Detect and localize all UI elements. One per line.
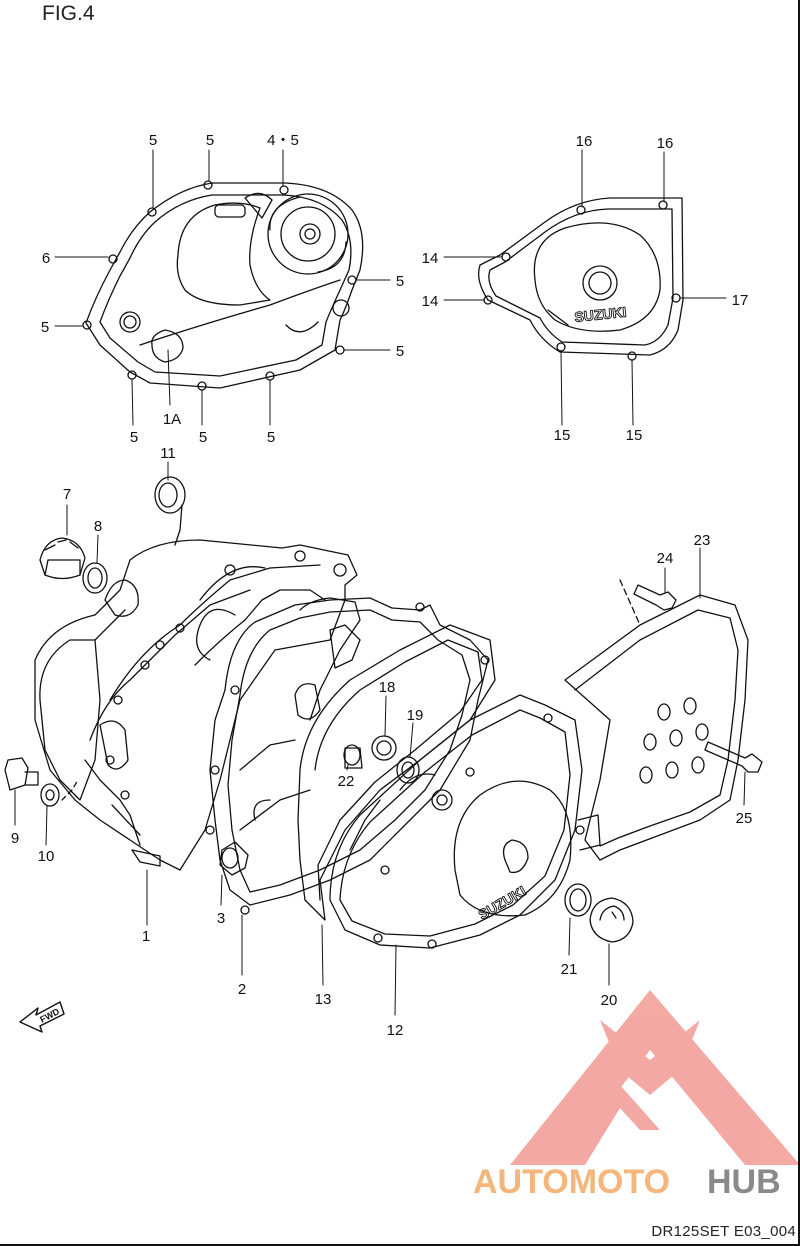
- drawing-reference-code: DR125SET E03_004: [651, 1223, 796, 1240]
- callout-label: 16: [657, 135, 674, 152]
- frame-border-right: [798, 0, 800, 1246]
- o-ring: [82, 562, 108, 594]
- dowel-pin: [219, 841, 249, 876]
- bolt-25: [704, 741, 763, 773]
- callout-label: 1A: [163, 411, 181, 428]
- callout-label: 1: [142, 928, 150, 945]
- callout-label: 2: [238, 981, 246, 998]
- callout-label: 19: [407, 707, 424, 724]
- callout-label: 8: [94, 518, 102, 535]
- leaders-clutch-cover: [54, 149, 391, 426]
- magneto-cover: [477, 197, 684, 361]
- callout-label: 5: [396, 343, 404, 360]
- callout-label: 16: [576, 133, 593, 150]
- oil-seal: [154, 476, 186, 546]
- callout-label: 5: [206, 132, 214, 149]
- callout-label: 3: [217, 910, 225, 927]
- callout-label: 5: [396, 273, 404, 290]
- callout-label: 15: [554, 427, 571, 444]
- sprocket-cover: [564, 579, 749, 861]
- callout-label: 7: [63, 486, 71, 503]
- clutch-cover-gasket: [239, 597, 496, 921]
- callout-label: 14: [422, 293, 439, 310]
- callout-label: 18: [379, 679, 396, 696]
- forward-direction-arrow: [19, 1001, 65, 1033]
- inspection-cap: [589, 897, 634, 943]
- callout-label: 22: [338, 773, 355, 790]
- suzuki-logo-magneto-cover: SUZUKI: [574, 304, 628, 325]
- callout-label: 17: [732, 292, 749, 309]
- callout-label: 20: [601, 992, 618, 1009]
- clutch-cover: [329, 694, 601, 949]
- callout-label: 5: [149, 132, 157, 149]
- clutch-cover-outer: [82, 180, 364, 391]
- callout-label: 24: [657, 550, 674, 567]
- callout-label: 14: [422, 250, 439, 267]
- callout-label: 25: [736, 810, 753, 827]
- dowel-pin-small: [343, 744, 361, 766]
- watermark-logo: AUTOMOTO HUB: [473, 990, 800, 1201]
- callout-label: 4・5: [267, 132, 299, 149]
- callout-label: 5: [130, 429, 138, 446]
- o-ring-21: [564, 883, 592, 917]
- callout-label: 21: [561, 961, 578, 978]
- callout-label: 5: [267, 429, 275, 446]
- o-ring-small: [396, 756, 420, 784]
- leaders-magneto-cover: [443, 149, 727, 426]
- plug: [371, 735, 397, 761]
- leaders-crankcase: [14, 461, 746, 1016]
- bolt-24: [633, 584, 677, 611]
- watermark-word-automoto: AUTOMOTO: [473, 1163, 670, 1201]
- watermark-word-hub: HUB: [707, 1163, 781, 1201]
- crankcase-gasket: [205, 597, 490, 915]
- callout-labels: 5 5 4・5 6 5 5 5 1A 5 5 5 16 16 14 14 17 …: [11, 132, 753, 1039]
- washer: [40, 783, 60, 807]
- figure-label: FIG.4: [42, 2, 95, 25]
- callout-label: 15: [626, 427, 643, 444]
- callout-label: 5: [41, 319, 49, 336]
- callout-label: 9: [11, 830, 19, 847]
- callout-label: 5: [199, 429, 207, 446]
- crankcase-left: [34, 539, 358, 871]
- callout-label: 23: [694, 532, 711, 549]
- callout-label: 12: [387, 1022, 404, 1039]
- filler-cap: [39, 537, 86, 580]
- callout-label: 10: [38, 848, 55, 865]
- frame-border-bottom: [0, 1244, 800, 1246]
- filler-neck: [104, 579, 139, 617]
- callout-label: 6: [42, 250, 50, 267]
- callout-label: 11: [160, 445, 176, 462]
- callout-label: 13: [315, 991, 332, 1008]
- suzuki-logo-clutch-cover: SUZUKI: [476, 883, 529, 923]
- drain-bolt: [4, 757, 39, 791]
